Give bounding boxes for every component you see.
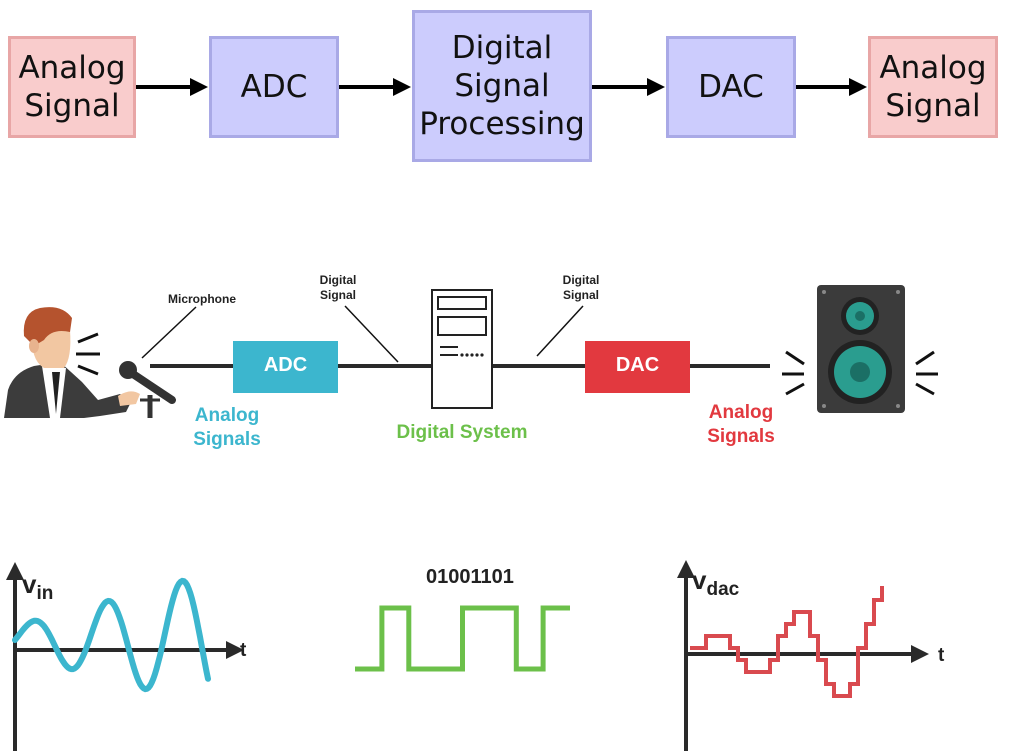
analog-signal-input-block: Analog Signal [8, 36, 136, 138]
vdac-axis-t-label: t [938, 645, 945, 666]
vin-label-sub: in [36, 583, 54, 604]
speaker-icon [817, 285, 905, 413]
analog-signals-left-label: Analog Signals [193, 405, 261, 450]
binary-square-waveform [355, 605, 570, 672]
digital-signal-left-label: Digital Signal [319, 273, 357, 302]
binary-code-label: 01001101 [426, 566, 514, 588]
vdac-label-v: v [692, 565, 707, 595]
dac-block: DAC [666, 36, 796, 138]
vin-label-v: v [22, 569, 37, 599]
computer-vent-dots [460, 353, 484, 357]
person-icon [4, 307, 140, 418]
vdac-staircase-waveform [690, 586, 884, 698]
vin-label: vin [22, 538, 53, 604]
microphone-label: Microphone [168, 292, 236, 306]
adc-block: ADC [209, 36, 339, 138]
dac-box-label: DAC [615, 354, 660, 376]
analog-signals-right-label: Analog Signals [707, 402, 775, 447]
digital-signal-right-pointer [536, 305, 584, 357]
vdac-label-sub: dac [706, 579, 740, 600]
vin-axes [6, 562, 244, 751]
microphone-pointer-line [141, 306, 197, 359]
dsp-block: Digital Signal Processing [412, 10, 592, 162]
vdac-axes [677, 560, 929, 751]
computer-icon [431, 289, 493, 409]
vin-analog-waveform [12, 577, 211, 693]
vdac-label: vdac [692, 534, 739, 600]
digital-signal-right-label: Digital Signal [562, 273, 600, 302]
adc-box [233, 341, 338, 393]
block-diagram-arrows [136, 78, 867, 96]
analog-signal-output-block: Analog Signal [868, 36, 998, 138]
microphone-icon [119, 361, 176, 418]
adc-box-label: ADC [263, 354, 308, 376]
vin-axis-t-label: t [240, 640, 247, 661]
sound-waves-icon [782, 350, 938, 396]
digital-system-label: Digital System [396, 422, 528, 443]
dac-box [585, 341, 690, 393]
voice-icon [76, 332, 100, 376]
digital-signal-left-pointer [344, 305, 399, 363]
